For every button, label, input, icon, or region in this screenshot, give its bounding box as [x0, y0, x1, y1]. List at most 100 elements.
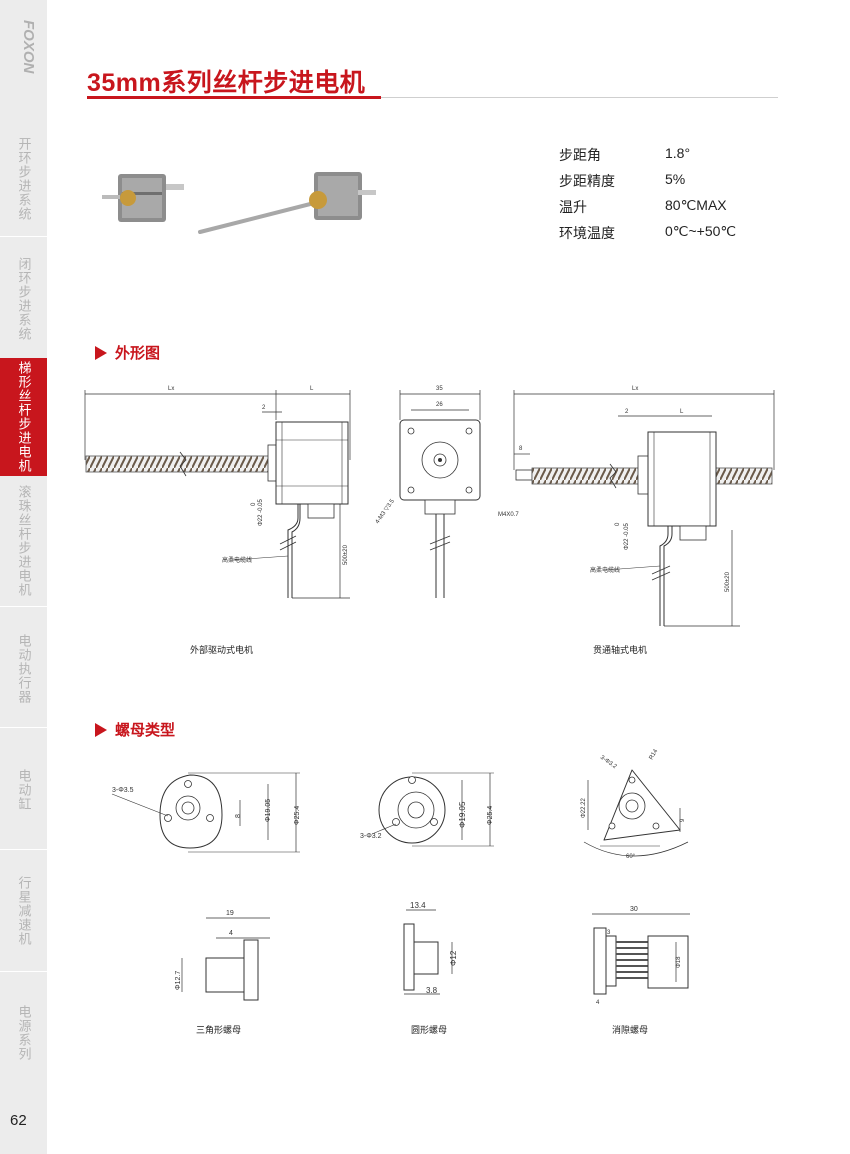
- sidebar-item-label: 开环步进系统: [16, 137, 32, 221]
- dim-19: 19: [226, 910, 234, 917]
- page-title: 35mm系列丝杆步进电机: [87, 69, 366, 97]
- dim-holes-32: 3-Φ3.2: [599, 755, 618, 771]
- dim-l: L: [310, 386, 314, 392]
- drawing-triangle-nut-side: 19 4 Φ12.7: [175, 910, 270, 1001]
- caption-external-motor: 外部驱动式电机: [190, 645, 254, 655]
- page-number: 62: [10, 1112, 27, 1129]
- dim-60deg: 60°: [626, 854, 636, 860]
- dim-2: 2: [262, 405, 266, 411]
- product-photos: [102, 172, 376, 234]
- sidebar-divider: [0, 727, 47, 728]
- dim-lx: Lx: [168, 386, 174, 392]
- dim-lx: Lx: [632, 386, 638, 392]
- caption-triangle-nut: 三角形螺母: [196, 1025, 242, 1035]
- dim-d18: Φ18: [676, 956, 682, 968]
- spec-label: 温升: [559, 199, 587, 215]
- dim-26: 26: [436, 402, 443, 408]
- triangle-bullet-icon: [95, 345, 107, 360]
- sidebar: FOXON 开环步进系统 闭环步进系统 梯形丝杆步进电机 滚珠丝杆步进电机 电动…: [0, 0, 47, 1154]
- drawing-triangle-nut-front: 3-Φ3.5 Φ25.4 Φ19.05 8: [111, 772, 301, 853]
- cable-label: 高柔电缆线: [222, 556, 252, 564]
- sidebar-divider: [0, 236, 47, 237]
- spec-value: 5%: [665, 171, 686, 187]
- spec-row: 步距角 1.8°: [559, 145, 736, 171]
- dim-dia22: Φ22 -0.05: [258, 499, 264, 526]
- drawing-front-view: 35 26 4-M3 ▽3.5: [375, 386, 481, 598]
- sidebar-divider: [0, 606, 47, 607]
- dim-holes-35: 3-Φ3.5: [112, 787, 134, 794]
- title-rule: [381, 97, 778, 98]
- dim-d254: Φ25.4: [294, 806, 301, 825]
- spec-value: 0℃~+50℃: [665, 223, 737, 239]
- drawing-through-motor: Lx 2 L 8 500±20 高柔电缆线 M4X0.7 Φ22 -0.05 0: [498, 386, 775, 627]
- dim-3: 3: [607, 930, 611, 936]
- drawing-anti-backlash-nut-side: 30 3 Φ18 4: [592, 906, 690, 1006]
- spec-value: 1.8°: [665, 145, 691, 161]
- sidebar-item-planetary-reducer[interactable]: 行星减速机: [0, 855, 47, 967]
- sidebar-divider: [0, 971, 47, 972]
- caption-through-motor: 贯通轴式电机: [593, 645, 648, 655]
- drawing-round-nut-front: 3-Φ3.2 Φ25.4 Φ19.05: [360, 772, 494, 847]
- dim-r14: R14: [649, 748, 660, 761]
- dim-2: 2: [625, 409, 629, 415]
- logo-text: FOXON: [20, 20, 34, 75]
- dim-4: 4: [596, 1000, 600, 1006]
- sidebar-item-open-loop[interactable]: 开环步进系统: [0, 125, 47, 233]
- spring-coil: [616, 941, 648, 979]
- title-underline: [87, 96, 381, 99]
- dim-8: 8: [235, 814, 242, 818]
- spec-row: 环境温度 0℃~+50℃: [559, 223, 736, 249]
- sidebar-item-label: 电源系列: [16, 1005, 32, 1061]
- dim-8: 8: [519, 446, 523, 452]
- sidebar-item-actuator[interactable]: 电动执行器: [0, 615, 47, 723]
- dim-d1905: Φ19.05: [458, 801, 467, 828]
- spec-row: 步距精度 5%: [559, 171, 736, 197]
- dim-30: 30: [630, 906, 638, 913]
- sidebar-item-label: 闭环步进系统: [16, 257, 32, 341]
- dim-500: 500±20: [725, 571, 731, 592]
- sidebar-item-ball-screw[interactable]: 滚珠丝杆步进电机: [0, 482, 47, 600]
- spec-table: 步距角 1.8° 步距精度 5% 温升 80℃MAX 环境温度 0℃~+50℃: [559, 145, 736, 249]
- motor-photo-through: [198, 172, 376, 234]
- dim-d1905: Φ19.05: [265, 799, 272, 822]
- drawing-anti-backlash-nut-front: 60° 3-Φ3.2 R14 Φ22.22 9: [581, 748, 689, 860]
- spec-label: 步距精度: [559, 173, 615, 189]
- section-nut-types-header: 螺母类型: [95, 719, 175, 740]
- dim-d254: Φ25.4: [487, 806, 494, 825]
- dim-l: L: [680, 409, 684, 415]
- sidebar-item-label: 电动执行器: [16, 634, 32, 704]
- cable-label: 高柔电缆线: [590, 566, 620, 574]
- sidebar-item-trapezoidal-screw[interactable]: 梯形丝杆步进电机: [0, 358, 47, 476]
- dim-500: 500±20: [343, 544, 349, 565]
- sidebar-item-electric-cylinder[interactable]: 电动缸: [0, 735, 47, 845]
- sidebar-item-label: 电动缸: [16, 769, 32, 811]
- section-outline-header: 外形图: [95, 342, 160, 363]
- dim-38: 3.8: [426, 986, 438, 995]
- sidebar-item-closed-loop[interactable]: 闭环步进系统: [0, 245, 47, 353]
- drawing-round-nut-side: 13.4 Φ12 3.8: [403, 901, 458, 995]
- spec-label: 环境温度: [559, 225, 615, 241]
- sidebar-item-label: 梯形丝杆步进电机: [16, 361, 32, 473]
- dim-d12: Φ12: [449, 950, 458, 966]
- dim-m4: M4X0.7: [498, 512, 519, 518]
- foxon-logo: FOXON: [20, 20, 34, 75]
- dim-4: 4: [229, 930, 233, 937]
- sidebar-item-label: 行星减速机: [16, 876, 32, 946]
- caption-anti-backlash-nut: 消隙螺母: [612, 1025, 649, 1035]
- motor-photo-external: [102, 174, 184, 222]
- dim-dia22-top: 0: [615, 522, 621, 526]
- dim-134: 13.4: [410, 901, 426, 910]
- spec-label: 步距角: [559, 147, 601, 163]
- triangle-bullet-icon: [95, 722, 107, 737]
- dim-holes-32: 3-Φ3.2: [360, 833, 382, 840]
- dim-35: 35: [436, 386, 443, 392]
- drawing-external-motor: Lx L 2 500±20 高柔电缆线 Φ22 -0.05 0: [84, 386, 351, 599]
- section-title: 螺母类型: [115, 722, 176, 739]
- sidebar-divider: [0, 849, 47, 850]
- spec-row: 温升 80℃MAX: [559, 197, 736, 223]
- spec-value: 80℃MAX: [665, 197, 727, 213]
- dim-9: 9: [680, 818, 686, 822]
- dim-dia22: Φ22 -0.05: [624, 523, 630, 550]
- sidebar-item-power-supply[interactable]: 电源系列: [0, 978, 47, 1088]
- sidebar-item-label: 滚珠丝杆步进电机: [16, 485, 32, 597]
